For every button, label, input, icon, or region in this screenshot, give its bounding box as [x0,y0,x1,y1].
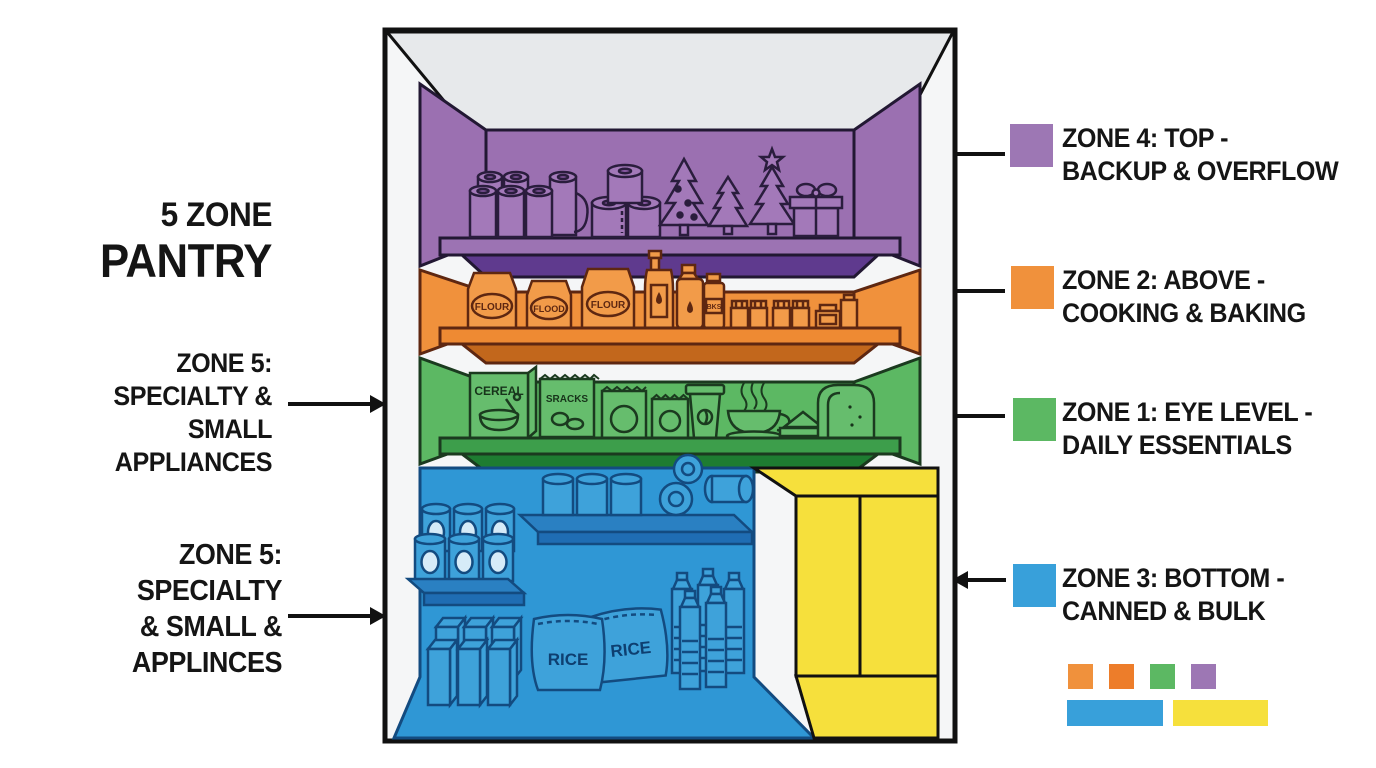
arrow-zone3 [952,571,1006,589]
water-bottles [670,567,746,691]
plain-cans [541,472,643,517]
label-zone5-lower: ZONE 5: SPECIALTY & SMALL & APPLINCES [68,537,283,681]
snack-bag: SRACKS [538,373,600,439]
purple-shelf-board [438,236,902,257]
cereal-box: CEREAL [468,364,538,441]
pantry-illustration: FLOUR FLOOD FLOUR BKS [382,27,958,744]
snack-bag-2 [600,385,648,440]
coffee-cup [684,383,726,440]
gift-box [788,182,844,238]
label-line: ZONE 2: ABOVE - [1062,265,1265,295]
oil-bottle [643,249,675,330]
toilet-paper-rolls [590,163,662,239]
title-line-1: 5 ZONE [160,196,273,234]
swatch-zone2-orange [1011,266,1054,309]
legend-square-green [1150,664,1175,689]
label-line: COOKING & BAKING [1062,298,1306,328]
flour-bag-3-label: FLOUR [591,300,626,311]
swatch-zone3-blue [1013,564,1056,607]
label-zone5-upper: ZONE 5: SPECIALTY & SMALL APPLIANCES [30,347,272,479]
orange-shelf-underside [457,342,883,365]
flour-bag-2-label: FLOOD [533,304,565,314]
label-line: APPLIANCES [114,447,273,477]
blue-lower-board-edge [422,591,526,607]
zone3-items: RICE RICE [404,453,756,709]
tipped-cans [658,453,755,517]
title-line-2: PANTRY [99,234,273,287]
swatch-zone1-green [1013,398,1056,441]
tree-star [757,145,787,173]
stacked-boxes [425,614,524,709]
label-line: & SMALL & [139,611,283,643]
water-bottle [675,263,705,330]
paper-towel-rolls [468,170,589,239]
legend-square-purple [1191,664,1216,689]
rice-bag-2: RICE [589,607,669,684]
rice-bag-2-label: RICE [610,638,652,661]
blue-upper-board [516,513,756,534]
arrow-zone5-upper [288,395,386,413]
label-zone1: ZONE 1: EYE LEVEL - DAILY ESSENTIALS [1062,396,1350,462]
small-labeled-bottle: BKS [702,272,726,330]
label-zone4: ZONE 4: TOP - BACKUP & OVERFLOW [1062,122,1350,188]
flour-bags: FLOUR FLOOD FLOUR [466,267,636,330]
label-zone3: ZONE 3: BOTTOM - CANNED & BULK [1062,562,1350,628]
yellow-front-face [794,494,940,678]
yellow-floor [794,674,940,740]
label-line: DAILY ESSENTIALS [1062,430,1292,460]
legend-square-orange-dark [1109,664,1134,689]
zone2-items: FLOUR FLOOD FLOUR BKS [466,249,859,330]
christmas-trees [657,145,797,237]
label-line: SPECIALTY [136,575,283,607]
diagram-title: 5 ZONE PANTRY [56,194,273,287]
spice-jars [729,293,859,330]
rice-bag-1: RICE [530,613,606,692]
green-shelf-board [438,436,902,456]
label-zone2: ZONE 2: ABOVE - COOKING & BAKING [1062,264,1350,330]
label-line: CANNED & BULK [1062,596,1266,626]
blue-lower-board [404,577,528,595]
snack-bag-3 [650,393,690,440]
swatch-zone4-purple [1010,124,1053,167]
arrow-zone5-lower [288,607,386,625]
label-line: ZONE 4: TOP - [1062,123,1229,153]
pantry-ceiling [383,30,956,133]
orange-shelf-board [438,326,902,346]
zone4-items [468,145,844,239]
rice-bag-1-label: RICE [548,650,589,669]
flour-bag-1-label: FLOUR [475,302,510,313]
zone2-shelf-boards [438,326,902,365]
label-line: APPLINCES [131,647,283,679]
legend-square-orange [1068,664,1093,689]
label-line: ZONE 1: EYE LEVEL - [1062,397,1313,427]
zone5-yellow-cabinet [749,466,940,740]
label-line: ZONE 5: [176,348,272,378]
zone1-items: CEREAL SRACKS [468,364,876,442]
label-line: BACKUP & OVERFLOW [1062,156,1339,186]
label-line: ZONE 3: BOTTOM - [1062,563,1285,593]
cereal-box-label: CEREAL [474,384,523,398]
labeled-cans-front [413,532,515,583]
legend-bar-blue [1067,700,1163,726]
label-line: SPECIALTY & SMALL [113,381,272,444]
small-bottle-label: BKS [707,304,722,311]
purple-shelf-underside [458,253,882,279]
blue-upper-board-edge [536,530,754,546]
legend-bar-yellow [1173,700,1268,726]
snack-bag-label: SRACKS [546,394,589,405]
bread-loaf [816,383,876,440]
label-line: ZONE 5: [178,539,283,571]
